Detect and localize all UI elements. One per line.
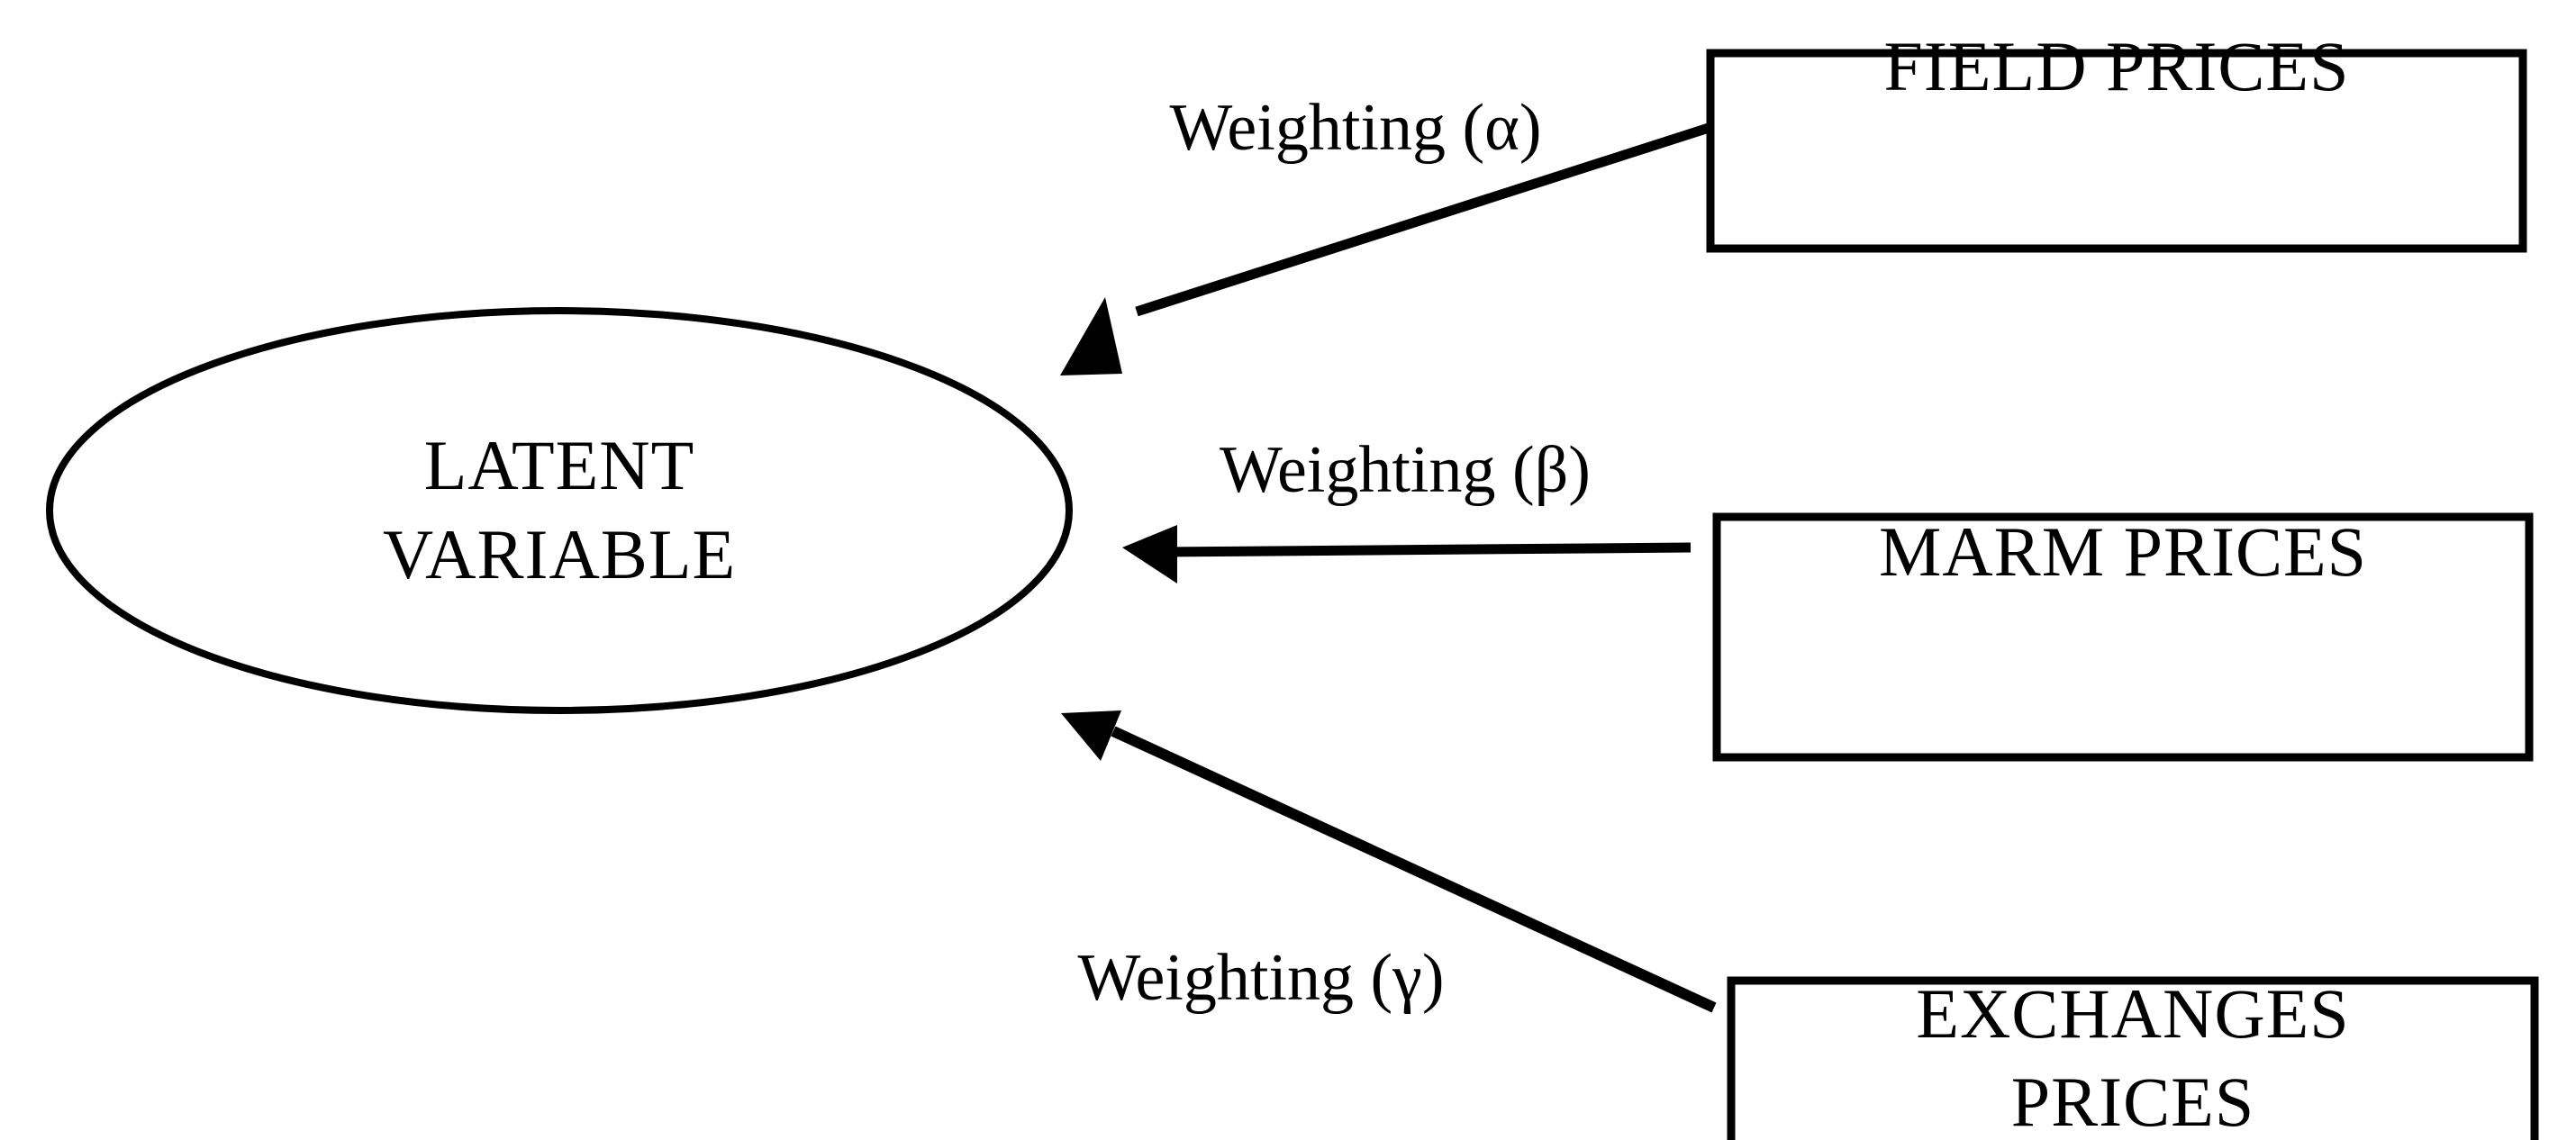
latent-variable-node[interactable]: LATENT VARIABLE	[46, 307, 1073, 714]
edge-alpha-label: Weighting (α)	[1170, 91, 1542, 165]
field-prices-label-line1: FIELD PRICES	[1884, 27, 2350, 105]
edge-beta-line[interactable]	[1159, 542, 1692, 557]
field-prices-node[interactable]: FIELD PRICES	[1706, 27, 2527, 253]
edge-gamma-label: Weighting (γ)	[1078, 941, 1445, 1015]
edge-gamma-arrowhead-icon	[1061, 710, 1121, 761]
latent-variable-label-line2: VARIABLE	[383, 515, 736, 593]
latent-variable-label-line1: LATENT	[424, 426, 695, 504]
edge-gamma[interactable]: Weighting (γ)	[1061, 710, 1717, 1015]
exchanges-prices-box[interactable]	[1727, 976, 2539, 1140]
edge-alpha-arrowhead-icon	[1060, 297, 1122, 375]
marm-prices-node[interactable]: MARM PRICES	[1712, 512, 2534, 762]
edge-alpha-line[interactable]	[1135, 122, 1710, 317]
exchanges-prices-node[interactable]: EXCHANGES PRICES	[1727, 974, 2539, 1140]
edge-gamma-line[interactable]	[1111, 726, 1717, 1013]
edge-beta-arrowhead-icon	[1122, 525, 1177, 584]
marm-prices-label-line1: MARM PRICES	[1879, 512, 2367, 591]
edge-alpha[interactable]: Weighting (α)	[1060, 91, 1710, 375]
exchanges-prices-label-line2: PRICES	[2011, 1063, 2254, 1140]
exchanges-prices-label-line1: EXCHANGES	[1916, 974, 2349, 1053]
field-prices-box[interactable]	[1706, 49, 2527, 253]
latent-variable-ellipse[interactable]	[46, 307, 1073, 714]
edge-beta-label: Weighting (β)	[1220, 433, 1591, 507]
edge-beta[interactable]: Weighting (β)	[1122, 433, 1692, 584]
marm-prices-box[interactable]	[1712, 512, 2534, 762]
